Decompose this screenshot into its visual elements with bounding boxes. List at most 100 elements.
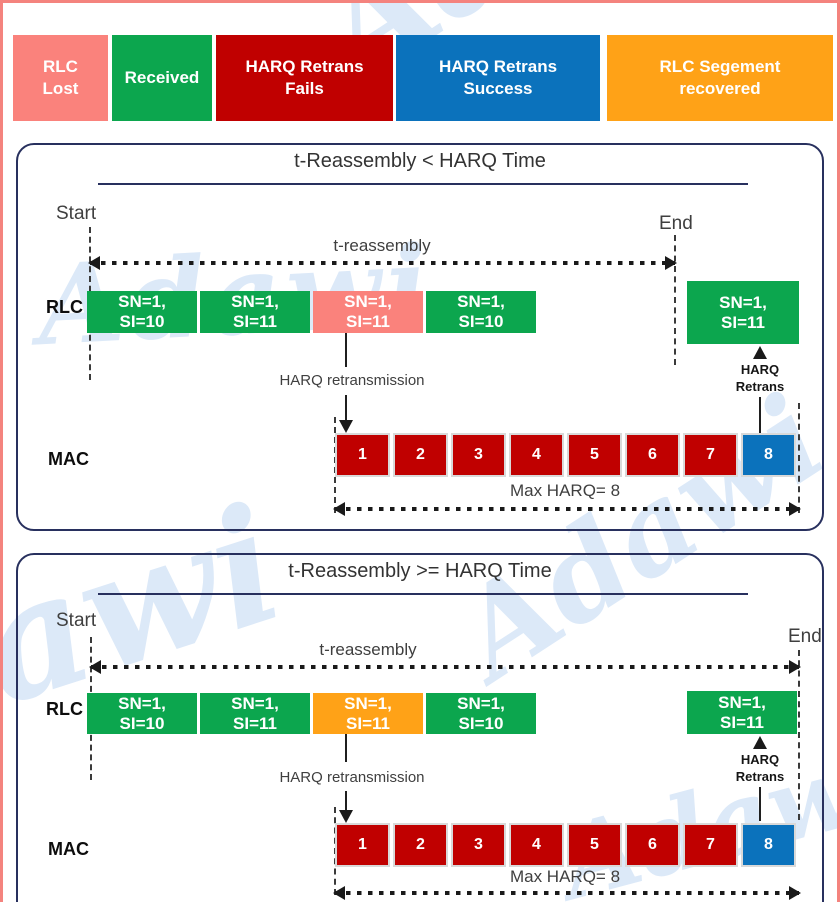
- legend-label: recovered: [679, 79, 761, 98]
- mac-box-number: 7: [706, 446, 715, 463]
- rlc-block-text: SN=1,: [118, 292, 166, 311]
- mac-box-number: 4: [532, 446, 541, 463]
- mac-harq-box: 3: [451, 433, 506, 477]
- mac-box-number: 3: [474, 446, 483, 463]
- harq-retrans-up-arrowhead: [753, 346, 767, 359]
- panel-treassembly-less-than-harq: t-Reassembly < HARQ Time Start End t-rea…: [16, 143, 824, 531]
- rlc-block: SN=1, SI=10: [426, 693, 536, 734]
- harq-retrans-label: HARQ Retrans: [724, 751, 796, 785]
- rlc-recovered-block: SN=1, SI=11: [687, 691, 797, 734]
- t-reassembly-arrow: [89, 660, 801, 674]
- rlc-block-text: SI=11: [346, 312, 390, 331]
- mac-box-number: 5: [590, 446, 599, 463]
- rlc-block-text: SI=10: [119, 312, 165, 331]
- end-dashed-line: [798, 650, 800, 820]
- rlc-block-text: SN=1,: [457, 292, 505, 311]
- rlc-block-text: SI=11: [233, 713, 277, 733]
- harq-retransmission-stem-top: [345, 333, 347, 367]
- rlc-block-text: SN=1,: [231, 693, 279, 713]
- t-reassembly-label: t-reassembly: [333, 236, 431, 255]
- mac-box-number: 1: [358, 446, 367, 463]
- panel-title: t-Reassembly < HARQ Time: [294, 150, 546, 172]
- legend-label: RLC Segement: [659, 57, 781, 76]
- harq-retrans-line: HARQ: [740, 362, 780, 377]
- mac-box-number: 2: [416, 446, 425, 463]
- rlc-block-text: SI=11: [721, 312, 765, 332]
- mac-box-number: 6: [648, 836, 657, 853]
- legend-item-harq-retrans-fails: HARQ Retrans Fails: [216, 35, 393, 121]
- mac-harq-box-success: 8: [741, 433, 796, 477]
- harq-retrans-stem: [759, 787, 761, 821]
- mac-box-number: 6: [648, 446, 657, 463]
- harq-retransmission-stem-top: [345, 734, 347, 762]
- mac-row-label: MAC: [48, 449, 89, 469]
- max-harq-arrow: [333, 886, 801, 900]
- rlc-block-text: SI=11: [720, 712, 764, 732]
- max-harq-label: Max HARQ= 8: [509, 867, 621, 886]
- legend-label: RLC: [43, 57, 78, 76]
- rlc-block-text: SN=1,: [457, 693, 505, 713]
- rlc-block-text: SN=1,: [231, 292, 279, 311]
- mac-harq-box: 6: [625, 823, 680, 867]
- rlc-block-text: SN=1,: [344, 292, 392, 311]
- rlc-block-text: SN=1,: [344, 693, 392, 713]
- legend-label: Success: [463, 79, 533, 98]
- mac-harq-box: 5: [567, 433, 622, 477]
- rlc-block-text: SI=11: [233, 312, 277, 331]
- rlc-block-text: SI=11: [346, 713, 390, 733]
- rlc-block-text: SI=10: [458, 713, 504, 733]
- rlc-block-text: SI=10: [458, 312, 504, 331]
- title-underline: [98, 593, 748, 595]
- end-label: End: [788, 626, 822, 647]
- mac-harq-box: 2: [393, 433, 448, 477]
- legend-label: HARQ Retrans: [438, 57, 558, 76]
- harq-retransmission-label: HARQ retransmission: [279, 769, 425, 786]
- legend-label: Fails: [285, 79, 324, 98]
- mac-box-number: 5: [590, 836, 599, 853]
- mac-box-number: 1: [358, 836, 367, 853]
- legend-label: Received: [124, 68, 200, 87]
- title-underline: [98, 183, 748, 185]
- rlc-block: SN=1, SI=10: [87, 291, 197, 333]
- mac-box-number: 7: [706, 836, 715, 853]
- legend-item-rlc-lost: RLC Lost: [13, 35, 108, 121]
- max-harq-label: Max HARQ= 8: [509, 481, 621, 500]
- harq-retrans-line: Retrans: [735, 379, 785, 394]
- mac-box-number: 3: [474, 836, 483, 853]
- rlc-block-text: SN=1,: [718, 692, 766, 712]
- harq-retransmission-stem-bottom: [345, 395, 347, 421]
- mac-harq-box: 7: [683, 433, 738, 477]
- t-reassembly-label: t-reassembly: [319, 640, 417, 659]
- mac-harq-box: 6: [625, 433, 680, 477]
- rlc-block: SN=1, SI=10: [87, 693, 197, 734]
- mac-right-dashed-line: [798, 403, 800, 513]
- t-reassembly-arrow: [88, 256, 677, 270]
- harq-retransmission-down-arrowhead: [339, 420, 353, 433]
- rlc-block: SN=1, SI=11: [200, 693, 310, 734]
- harq-retrans-line: Retrans: [735, 769, 785, 784]
- max-harq-arrow: [333, 502, 801, 516]
- end-dashed-line: [674, 235, 676, 365]
- mac-box-number: 8: [764, 836, 773, 853]
- rlc-block-text: SN=1,: [719, 292, 767, 312]
- start-label: Start: [56, 203, 97, 224]
- mac-harq-box-success: 8: [741, 823, 796, 867]
- mac-box-number: 8: [764, 446, 773, 463]
- harq-retransmission-down-arrowhead: [339, 810, 353, 823]
- harq-retrans-stem: [759, 397, 761, 433]
- rlc-recovered-block: SN=1, SI=11: [687, 281, 799, 344]
- mac-box-number: 2: [416, 836, 425, 853]
- legend-label: HARQ Retrans: [245, 57, 364, 76]
- legend-item-rlc-segment-recovered: RLC Segement recovered: [607, 35, 833, 121]
- mac-harq-box: 3: [451, 823, 506, 867]
- mac-harq-box: 4: [509, 433, 564, 477]
- legend-item-received: Received: [112, 35, 212, 121]
- rlc-block: SN=1, SI=10: [426, 291, 536, 333]
- end-label: End: [659, 213, 693, 234]
- start-label: Start: [56, 610, 97, 631]
- harq-retrans-line: HARQ: [740, 752, 780, 767]
- rlc-row-label: RLC: [46, 699, 83, 719]
- legend-item-harq-retrans-success: HARQ Retrans Success: [396, 35, 600, 121]
- mac-harq-box: 1: [335, 823, 390, 867]
